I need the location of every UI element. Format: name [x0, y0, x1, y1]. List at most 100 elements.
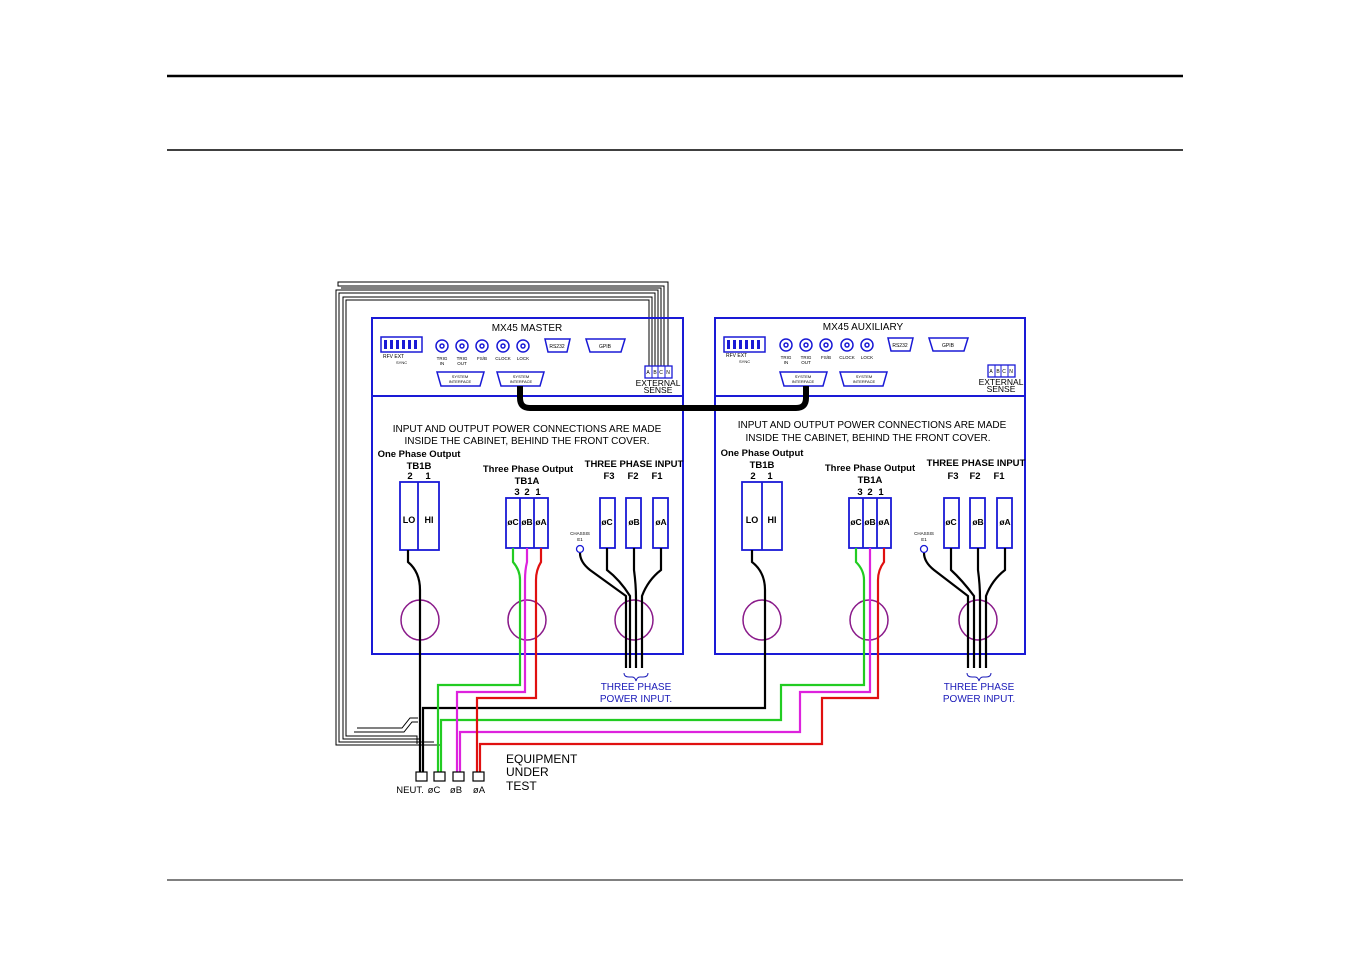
- aux-system-interface-1: SYSTEM INTERFACE: [779, 371, 828, 387]
- master-three-phase-out-title: Three Phase Output: [483, 464, 574, 475]
- svg-text:INTERFACE: INTERFACE: [449, 379, 472, 384]
- master-tb1b-lo: LO: [403, 515, 416, 525]
- svg-text:LOCK: LOCK: [861, 355, 873, 360]
- master-power-input-line2: POWER INPUT.: [600, 694, 672, 705]
- svg-text:B: B: [996, 369, 1000, 375]
- svg-text:TRIG: TRIG: [457, 356, 468, 361]
- aux-input-pha: øA: [999, 517, 1010, 527]
- aux-rfv-label: RFV EXT: [726, 353, 747, 359]
- svg-text:SYSTEM: SYSTEM: [513, 374, 529, 379]
- aux-brace: [966, 672, 992, 682]
- aux-input-f2: F2: [969, 471, 980, 482]
- master-sense-dividers: [651, 366, 666, 378]
- eut-label-line1: EQUIPMENT: [506, 752, 578, 766]
- master-one-phase-title: One Phase Output: [378, 449, 462, 460]
- aux-chassis-e1: E1: [921, 537, 927, 542]
- svg-text:INTERFACE: INTERFACE: [792, 379, 815, 384]
- master-system-interface-2: SYSTEM INTERFACE: [496, 371, 545, 387]
- aux-tb1a-num-2: 2: [867, 487, 872, 498]
- aux-tb1b-lo: LO: [746, 515, 759, 525]
- aux-tb1a-pha: øA: [878, 517, 889, 527]
- aux-sense-dividers: [994, 365, 1009, 377]
- aux-sense-label: SENSE: [987, 384, 1016, 394]
- aux-power-input-line2: POWER INPUT.: [943, 694, 1015, 705]
- phase-c-wires: [436, 548, 866, 772]
- aux-chassis-label: CHASSIS: [914, 531, 934, 536]
- svg-text:A: A: [646, 370, 650, 376]
- aux-dsub-gpib: GPIB: [927, 337, 970, 352]
- aux-input-phc: øC: [945, 517, 956, 527]
- aux-input-f1: F1: [993, 471, 1005, 482]
- master-rfv-label: RFV EXT: [383, 354, 404, 360]
- master-input-f3: F3: [603, 471, 614, 482]
- master-tb1a-num-2: 2: [524, 487, 529, 498]
- master-input-f2: F2: [627, 471, 638, 482]
- aux-input-phb: øB: [972, 517, 983, 527]
- aux-note-line1: INPUT AND OUTPUT POWER CONNECTIONS ARE M…: [738, 420, 1007, 431]
- svg-text:SYSTEM: SYSTEM: [452, 374, 468, 379]
- aux-power-input-line1: THREE PHASE: [944, 682, 1015, 693]
- svg-text:A: A: [989, 369, 993, 375]
- master-dsub-rs232: RS232: [544, 338, 571, 353]
- master-ct-ring-3: [614, 599, 654, 641]
- svg-text:CLOCK: CLOCK: [495, 356, 511, 361]
- eut-neut-terminal: [415, 771, 428, 782]
- svg-text:SYSTEM: SYSTEM: [795, 374, 811, 379]
- aux-ct-ring-3: [958, 599, 998, 641]
- system-interface-cable: [517, 386, 809, 411]
- aux-three-phase-in-title: THREE PHASE INPUT: [927, 458, 1026, 469]
- svg-text:GPIB: GPIB: [942, 343, 955, 349]
- aux-dip-cells: [727, 340, 760, 349]
- master-tb1b-hi: HI: [425, 515, 434, 525]
- aux-three-phase-out-title: Three Phase Output: [825, 463, 916, 474]
- aux-tb1a-num-1: 1: [878, 487, 884, 498]
- svg-text:GPIB: GPIB: [599, 344, 612, 350]
- aux-tb1b-hi: HI: [768, 515, 777, 525]
- master-input-wires: [578, 548, 663, 668]
- master-tb1b-block: [399, 481, 440, 551]
- master-sense-terms: A B C N: [646, 370, 670, 376]
- aux-bnc-connectors: [779, 338, 874, 352]
- master-panel: [371, 317, 684, 655]
- master-three-phase-in-title: THREE PHASE INPUT: [585, 459, 684, 470]
- svg-text:INTERFACE: INTERFACE: [510, 379, 533, 384]
- master-chassis-e1: E1: [577, 537, 583, 542]
- svg-text:FS/B: FS/B: [821, 355, 831, 360]
- aux-tb1a: TB1A: [858, 475, 883, 486]
- aux-tb1a-num-3: 3: [857, 487, 862, 498]
- aux-dsub-rs232: RS232: [887, 337, 914, 352]
- master-chassis-ground: [575, 544, 585, 554]
- aux-note-line2: INSIDE THE CABINET, BEHIND THE FRONT COV…: [745, 433, 990, 444]
- master-tb1a: TB1A: [515, 476, 540, 487]
- svg-text:IN: IN: [784, 360, 789, 365]
- master-power-input-line1: THREE PHASE: [601, 682, 672, 693]
- svg-text:B: B: [653, 370, 657, 376]
- svg-text:C: C: [1002, 369, 1006, 375]
- master-system-interface-1: SYSTEM INTERFACE: [436, 371, 485, 387]
- svg-text:FS/B: FS/B: [477, 356, 487, 361]
- master-note-line1: INPUT AND OUTPUT POWER CONNECTIONS ARE M…: [393, 424, 662, 435]
- master-tb1a-num-1: 1: [535, 487, 541, 498]
- svg-text:N: N: [666, 370, 670, 376]
- eut-terminals: [415, 771, 485, 782]
- eut-label-line2: UNDER: [506, 765, 549, 779]
- svg-text:C: C: [659, 370, 663, 376]
- eut-label-phc: øC: [428, 785, 441, 796]
- eut-label-line3: TEST: [506, 779, 537, 793]
- svg-text:TRIG: TRIG: [781, 355, 792, 360]
- svg-text:TRIG: TRIG: [437, 356, 448, 361]
- aux-sense-terms: A B C N: [989, 369, 1013, 375]
- aux-system-interface-2: SYSTEM INTERFACE: [839, 371, 888, 387]
- master-brace: [623, 672, 649, 682]
- master-input-phb: øB: [628, 517, 639, 527]
- svg-text:OUT: OUT: [801, 360, 811, 365]
- master-tb1a-phb: øB: [521, 517, 532, 527]
- aux-sync-label: SYNC: [739, 359, 750, 364]
- master-tb1b-num-2: 2: [407, 471, 412, 482]
- svg-text:LOCK: LOCK: [517, 356, 529, 361]
- master-chassis-label: CHASSIS: [570, 531, 590, 536]
- svg-text:INTERFACE: INTERFACE: [853, 379, 876, 384]
